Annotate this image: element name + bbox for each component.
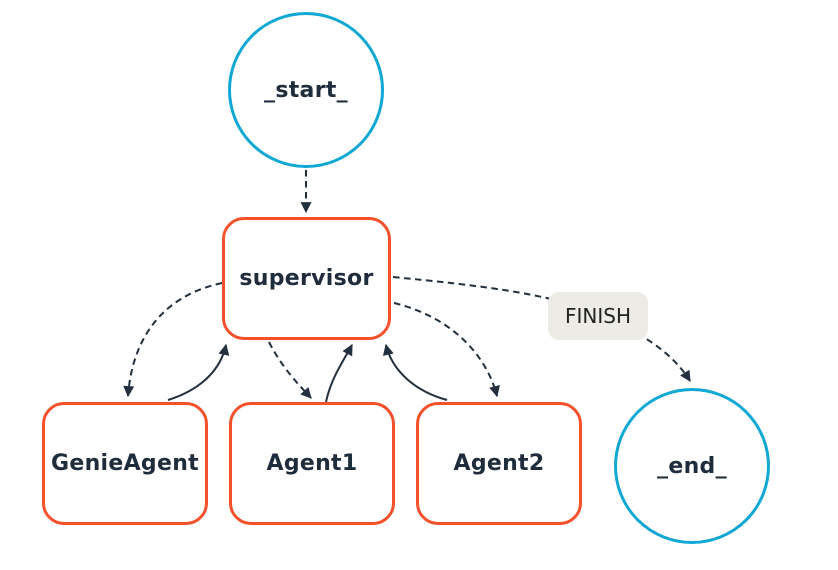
edge-supervisor-to-agent1 (268, 341, 312, 399)
node-agent2-label: Agent2 (453, 451, 545, 476)
node-supervisor: supervisor (222, 217, 391, 340)
node-end-label: _end_ (657, 453, 727, 479)
edge-supervisor-to-end (392, 276, 691, 382)
node-agent2: Agent2 (416, 402, 582, 525)
node-end: _end_ (614, 388, 770, 544)
node-genieagent: GenieAgent (42, 402, 208, 525)
edge-label-finish: FINISH (548, 292, 648, 340)
node-agent1: Agent1 (229, 402, 395, 525)
node-genieagent-label: GenieAgent (51, 451, 199, 476)
edge-agent1-to-supervisor (325, 344, 353, 403)
node-agent1-label: Agent1 (266, 451, 358, 476)
edge-supervisor-to-agent2 (393, 302, 500, 398)
node-supervisor-label: supervisor (239, 266, 374, 291)
edge-agent2-to-supervisor (382, 343, 448, 401)
node-start: _start_ (228, 12, 384, 168)
node-start-label: _start_ (264, 77, 348, 103)
edge-supervisor-to-genieagent (123, 282, 223, 398)
edge-genieagent-to-supervisor (167, 343, 230, 401)
